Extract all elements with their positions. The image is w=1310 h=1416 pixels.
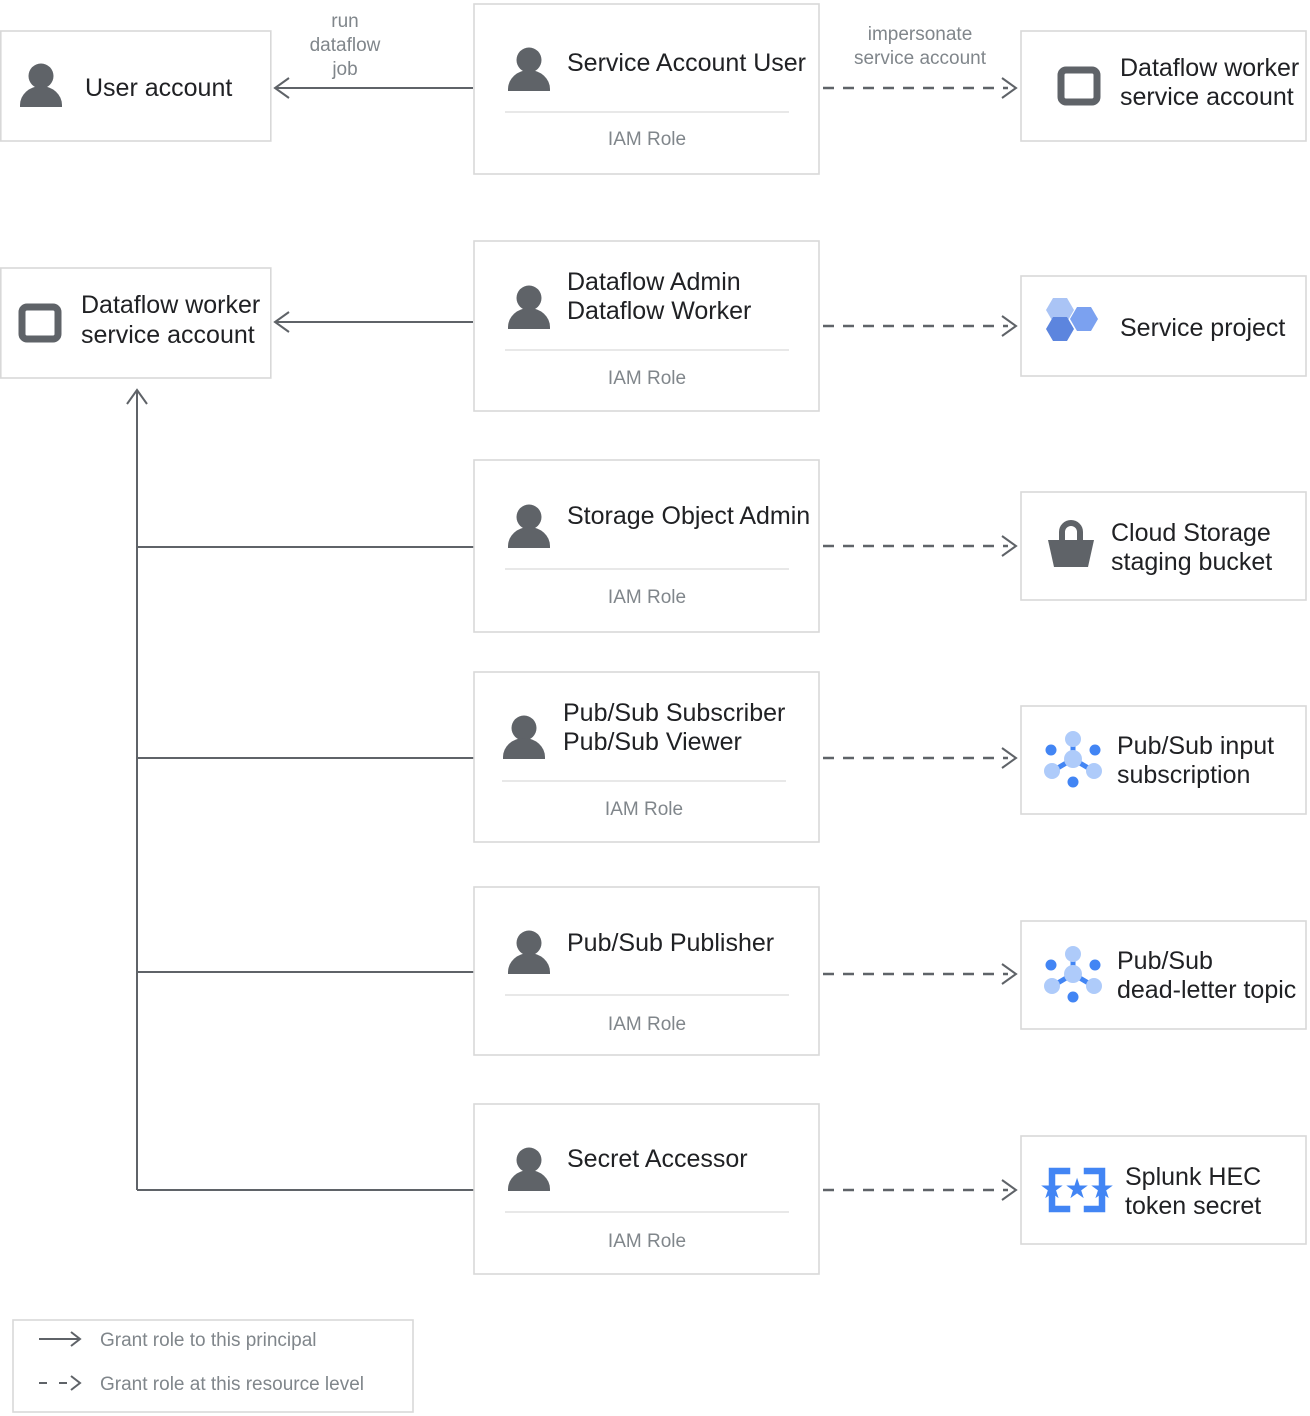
role-label-line-1: Dataflow Admin bbox=[567, 268, 741, 296]
solid-arrow-icon bbox=[39, 1331, 82, 1347]
iam-role-footer: IAM Role bbox=[605, 799, 683, 820]
svg-text:job: job bbox=[331, 59, 357, 80]
resource-dataflow-worker-service-account: Dataflow worker service account bbox=[1020, 30, 1307, 142]
principal-user-account: User account bbox=[0, 30, 272, 142]
resource-label-line-2: subscription bbox=[1117, 761, 1250, 789]
role-label-line-1: Secret Accessor bbox=[567, 1145, 748, 1173]
resource-splunk-hec-token-secret: Splunk HEC token secret bbox=[1020, 1135, 1307, 1245]
role-card-pubsub-subscriber-viewer: Pub/Sub Subscriber Pub/Sub Viewer IAM Ro… bbox=[473, 671, 820, 843]
resource-label-line-1: Service project bbox=[1120, 314, 1285, 342]
edge-label-run-dataflow-job: run dataflow job bbox=[310, 11, 381, 80]
role-label-line-1: Pub/Sub Subscriber bbox=[563, 699, 785, 727]
connector-bus-vertical bbox=[126, 388, 474, 1191]
resource-service-project: Service project bbox=[1020, 275, 1307, 377]
svg-text:dataflow: dataflow bbox=[310, 35, 381, 56]
principal-label-line-2: service account bbox=[81, 321, 255, 349]
iam-role-footer: IAM Role bbox=[608, 587, 686, 608]
connector-dataflow-admin-to-principal bbox=[273, 311, 473, 333]
connector-dashed-to-dataflow-worker-service-account bbox=[823, 77, 1018, 99]
iam-role-footer: IAM Role bbox=[608, 129, 686, 150]
iam-role-footer: IAM Role bbox=[608, 1231, 686, 1252]
principal-user-account-label: User account bbox=[85, 74, 232, 102]
legend: Grant role to this principal Grant role … bbox=[12, 1319, 414, 1413]
role-label-line-2: Pub/Sub Viewer bbox=[563, 728, 742, 756]
dashed-arrow-icon bbox=[39, 1375, 82, 1391]
connector-dashed-to-service-project bbox=[823, 315, 1018, 337]
principal-label-line-1: Dataflow worker bbox=[81, 291, 260, 319]
resource-label-line-1: Pub/Sub bbox=[1117, 947, 1213, 975]
secret-manager-icon bbox=[1039, 1171, 1114, 1209]
resource-label-line-1: Pub/Sub input bbox=[1117, 732, 1274, 760]
connector-dashed-to-cloud-storage bbox=[823, 535, 1018, 557]
resource-label-line-1: Dataflow worker bbox=[1120, 54, 1299, 82]
resource-cloud-storage-staging-bucket: Cloud Storage staging bucket bbox=[1020, 491, 1307, 601]
svg-text:impersonate: impersonate bbox=[868, 24, 973, 45]
edge-label-impersonate-service-account: impersonate service account bbox=[854, 24, 987, 69]
legend-label-solid: Grant role to this principal bbox=[100, 1330, 317, 1351]
resource-label-line-2: token secret bbox=[1125, 1192, 1261, 1220]
resource-label-line-2: staging bucket bbox=[1111, 548, 1272, 576]
iam-role-footer: IAM Role bbox=[608, 368, 686, 389]
connector-dashed-to-splunk-hec-token-secret bbox=[823, 1179, 1018, 1201]
connector-dashed-to-pubsub-input-subscription bbox=[823, 747, 1018, 769]
role-label-line-1: Storage Object Admin bbox=[567, 502, 810, 530]
role-card-dataflow-admin-worker: Dataflow Admin Dataflow Worker IAM Role bbox=[473, 240, 820, 412]
resource-label-line-1: Cloud Storage bbox=[1111, 519, 1271, 547]
resource-label-line-1: Splunk HEC bbox=[1125, 1163, 1261, 1191]
role-card-service-account-user: Service Account User IAM Role bbox=[473, 3, 820, 175]
role-label-line-2: Dataflow Worker bbox=[567, 297, 751, 325]
resource-pubsub-dead-letter-topic: Pub/Sub dead-letter topic bbox=[1020, 920, 1307, 1030]
principal-dataflow-worker-service-account: Dataflow worker service account bbox=[0, 267, 272, 379]
svg-text:run: run bbox=[331, 11, 358, 32]
resource-pubsub-input-subscription: Pub/Sub input subscription bbox=[1020, 705, 1307, 815]
role-label-line-1: Service Account User bbox=[567, 49, 806, 77]
role-card-secret-accessor: Secret Accessor IAM Role bbox=[473, 1103, 820, 1275]
svg-text:service account: service account bbox=[854, 48, 987, 69]
role-label-line-1: Pub/Sub Publisher bbox=[567, 929, 774, 957]
legend-label-dashed: Grant role at this resource level bbox=[100, 1374, 364, 1395]
resource-label-line-2: dead-letter topic bbox=[1117, 976, 1296, 1004]
connector-service-account-user-to-user-account bbox=[273, 77, 473, 99]
iam-role-footer: IAM Role bbox=[608, 1014, 686, 1035]
role-card-storage-object-admin: Storage Object Admin IAM Role bbox=[473, 459, 820, 633]
connector-dashed-to-pubsub-dead-letter-topic bbox=[823, 963, 1018, 985]
resource-label-line-2: service account bbox=[1120, 83, 1294, 111]
role-card-pubsub-publisher: Pub/Sub Publisher IAM Role bbox=[473, 886, 820, 1056]
